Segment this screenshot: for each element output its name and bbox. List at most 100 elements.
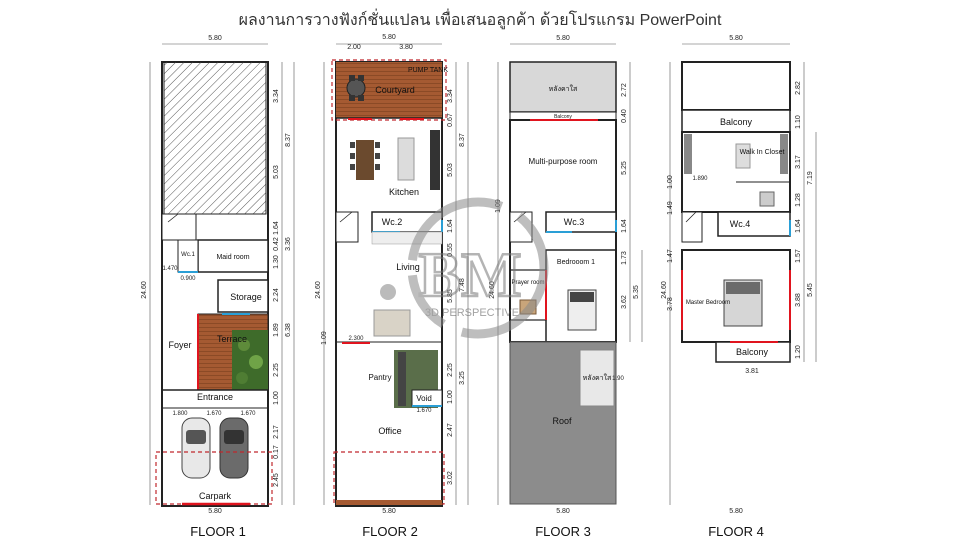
f4-total-height: 24.60 (661, 281, 668, 299)
f1-small-dim-0: 1.470 (162, 266, 178, 272)
f1-right-dim-1: 8.37 (285, 133, 292, 147)
f3-bottom-width: 5.80 (556, 508, 570, 515)
f2-right-dim-2: 0.67 (447, 113, 454, 127)
f1-right-dim-4: 3.36 (285, 237, 292, 251)
f2-small-dim-0: 2.300 (348, 336, 364, 342)
f4-right-dim-0: 2.82 (795, 81, 802, 95)
f4-small-dim-0: 1.890 (692, 176, 708, 182)
f4-right-dim-2: 3.17 (795, 155, 802, 169)
f4-right-dim-4: 1.28 (795, 193, 802, 207)
f1-small-dim-1: 1.800 (172, 411, 188, 417)
f4-balcony-top-label: Balcony (720, 117, 753, 127)
f4-left-dim-1: 1.49 (667, 201, 674, 215)
f3-top-width: 5.80 (556, 35, 570, 42)
f4-right-dim-8: 5.45 (807, 283, 814, 297)
f3-skylight-roof-label: หลังคาใส (583, 373, 612, 382)
f3-bedroom-label: Bedrooom 1 (557, 259, 595, 266)
f1-right-dim-10: 2.25 (273, 363, 280, 377)
f1-carpark-label: Carpark (199, 491, 232, 501)
f2-bottom-width: 5.80 (382, 508, 396, 515)
f2-right-dim-0: 3.34 (447, 89, 454, 103)
f4-top-width: 5.80 (729, 35, 743, 42)
f1-storage-label: Storage (230, 292, 262, 302)
f2-top-width: 5.80 (382, 34, 396, 41)
f1-total-height: 24.60 (141, 281, 148, 299)
f1-small-dim-3: 1.670 (240, 411, 256, 417)
f2-right-dim-7: 5.85 (447, 289, 454, 303)
f4-bottom-width: 5.80 (729, 508, 743, 515)
f2-void-label: Void (416, 394, 432, 403)
f4-left-dim-0: 1.00 (667, 175, 674, 189)
f4-inner-width: 3.81 (745, 368, 759, 375)
f1-right-dim-12: 2.17 (273, 425, 280, 439)
f3-right-dim-5: 3.62 (621, 295, 628, 309)
f2-right-dim-10: 3.25 (459, 371, 466, 385)
f4-right-dim-3: 7.19 (807, 171, 814, 185)
f3-multipurpose-label: Multi-purpose room (529, 157, 598, 166)
f2-left-dim: 1.09 (321, 331, 328, 345)
f1-wc-label: Wc.1 (181, 252, 195, 258)
f1-right-dim-6: 1.30 (273, 255, 280, 269)
f1-small-dim-2: 1.670 (206, 411, 222, 417)
f1-maid-room-label: Maid room (216, 254, 249, 261)
f2-courtyard-label: Courtyard (375, 85, 415, 95)
f4-right-dim-5: 1.64 (795, 219, 802, 233)
f2-right-dim-11: 2.47 (447, 423, 454, 437)
f1-right-dim-0: 3.34 (273, 89, 280, 103)
f4-left-dim-3: 3.78 (667, 297, 674, 311)
f2-pump-label: PUMP TANK (408, 67, 448, 74)
f2-kitchen-label: Kitchen (389, 187, 419, 197)
floor-1-plan: 5.80 24.60 Maid room Wc.1 Storage Terrac… (141, 35, 295, 515)
f2-right-dim-5: 7.48 (459, 278, 466, 292)
f1-right-dim-5: 0.42 (273, 237, 280, 251)
floor-3-plan: 5.80 24.60 1.09 หลังคาใส Balcony Multi-p… (489, 35, 643, 515)
f4-right-dim-6: 1.57 (795, 249, 802, 263)
f3-right-dim-4: 1.73 (621, 251, 628, 265)
f4-left-dim-2: 1.47 (667, 249, 674, 263)
f3-prayer-label: Prayer room (511, 280, 544, 286)
f1-entrance-label: Entrance (197, 392, 233, 402)
f2-pantry-label: Pantry (368, 373, 391, 382)
f2-right-dim-12: 3.02 (447, 471, 454, 485)
watermark-sub: 3D PERSPECTIVE (425, 307, 519, 319)
f1-terrace-label: Terrace (217, 334, 247, 344)
f1-right-dim-14: 2.45 (273, 473, 280, 487)
f1-small-dim-4: 0.900 (180, 276, 196, 282)
f2-right-dim-9: 1.00 (447, 390, 454, 404)
f1-bottom-width: 5.80 (208, 508, 222, 515)
f1-top-width: 5.80 (208, 35, 222, 42)
f1-right-dim-2: 5.03 (273, 165, 280, 179)
f2-sub-width-1: 3.80 (399, 44, 413, 51)
f2-office-label: Office (378, 426, 401, 436)
watermark-logo: BM 3D PERSPECTIVE (407, 197, 549, 339)
f1-right-dim-3: 1.64 (273, 221, 280, 235)
floor-1-label: FLOOR 1 (190, 524, 246, 539)
f2-right-dim-4: 1.64 (447, 219, 454, 233)
f2-right-dim-8: 2.25 (447, 363, 454, 377)
f4-right-dim-9: 1.20 (795, 345, 802, 359)
f1-right-dim-9: 6.38 (285, 323, 292, 337)
floor-2-plan: 5.80 2.00 3.80 24.60 1.09 Courtyard PUMP… (315, 34, 469, 515)
f3-skylight-top-label: หลังคาใส (549, 84, 578, 93)
f2-right-dim-6: 0.55 (447, 243, 454, 257)
f3-right-dim-2: 5.25 (621, 161, 628, 175)
f3-balcony-label: Balcony (554, 114, 572, 120)
f2-sub-width-0: 2.00 (347, 44, 361, 51)
f2-wc-label: Wc.2 (382, 217, 403, 227)
f4-balcony-bottom-label: Balcony (736, 347, 769, 357)
f4-walkin-label: Walk In Closet (740, 149, 785, 156)
f2-small-dim-1: 1.670 (416, 408, 432, 414)
f1-right-dim-13: 0.17 (273, 445, 280, 459)
f1-right-dim-11: 1.00 (273, 391, 280, 405)
f2-right-dim-1: 8.37 (459, 133, 466, 147)
f3-right-dim-3: 1.64 (621, 219, 628, 233)
page-title: ผลงานการวางฟังก์ชั่นแปลน เพื่อเสนอลูกค้า… (238, 12, 722, 29)
f2-right-dim-3: 5.03 (447, 163, 454, 177)
floor-2-label: FLOOR 2 (362, 524, 418, 539)
f1-right-dim-8: 1.89 (273, 323, 280, 337)
f3-right-dim-6: 5.35 (633, 285, 640, 299)
watermark-brand: BM (418, 239, 521, 310)
floor-3-label: FLOOR 3 (535, 524, 591, 539)
f4-wc-label: Wc.4 (730, 219, 751, 229)
